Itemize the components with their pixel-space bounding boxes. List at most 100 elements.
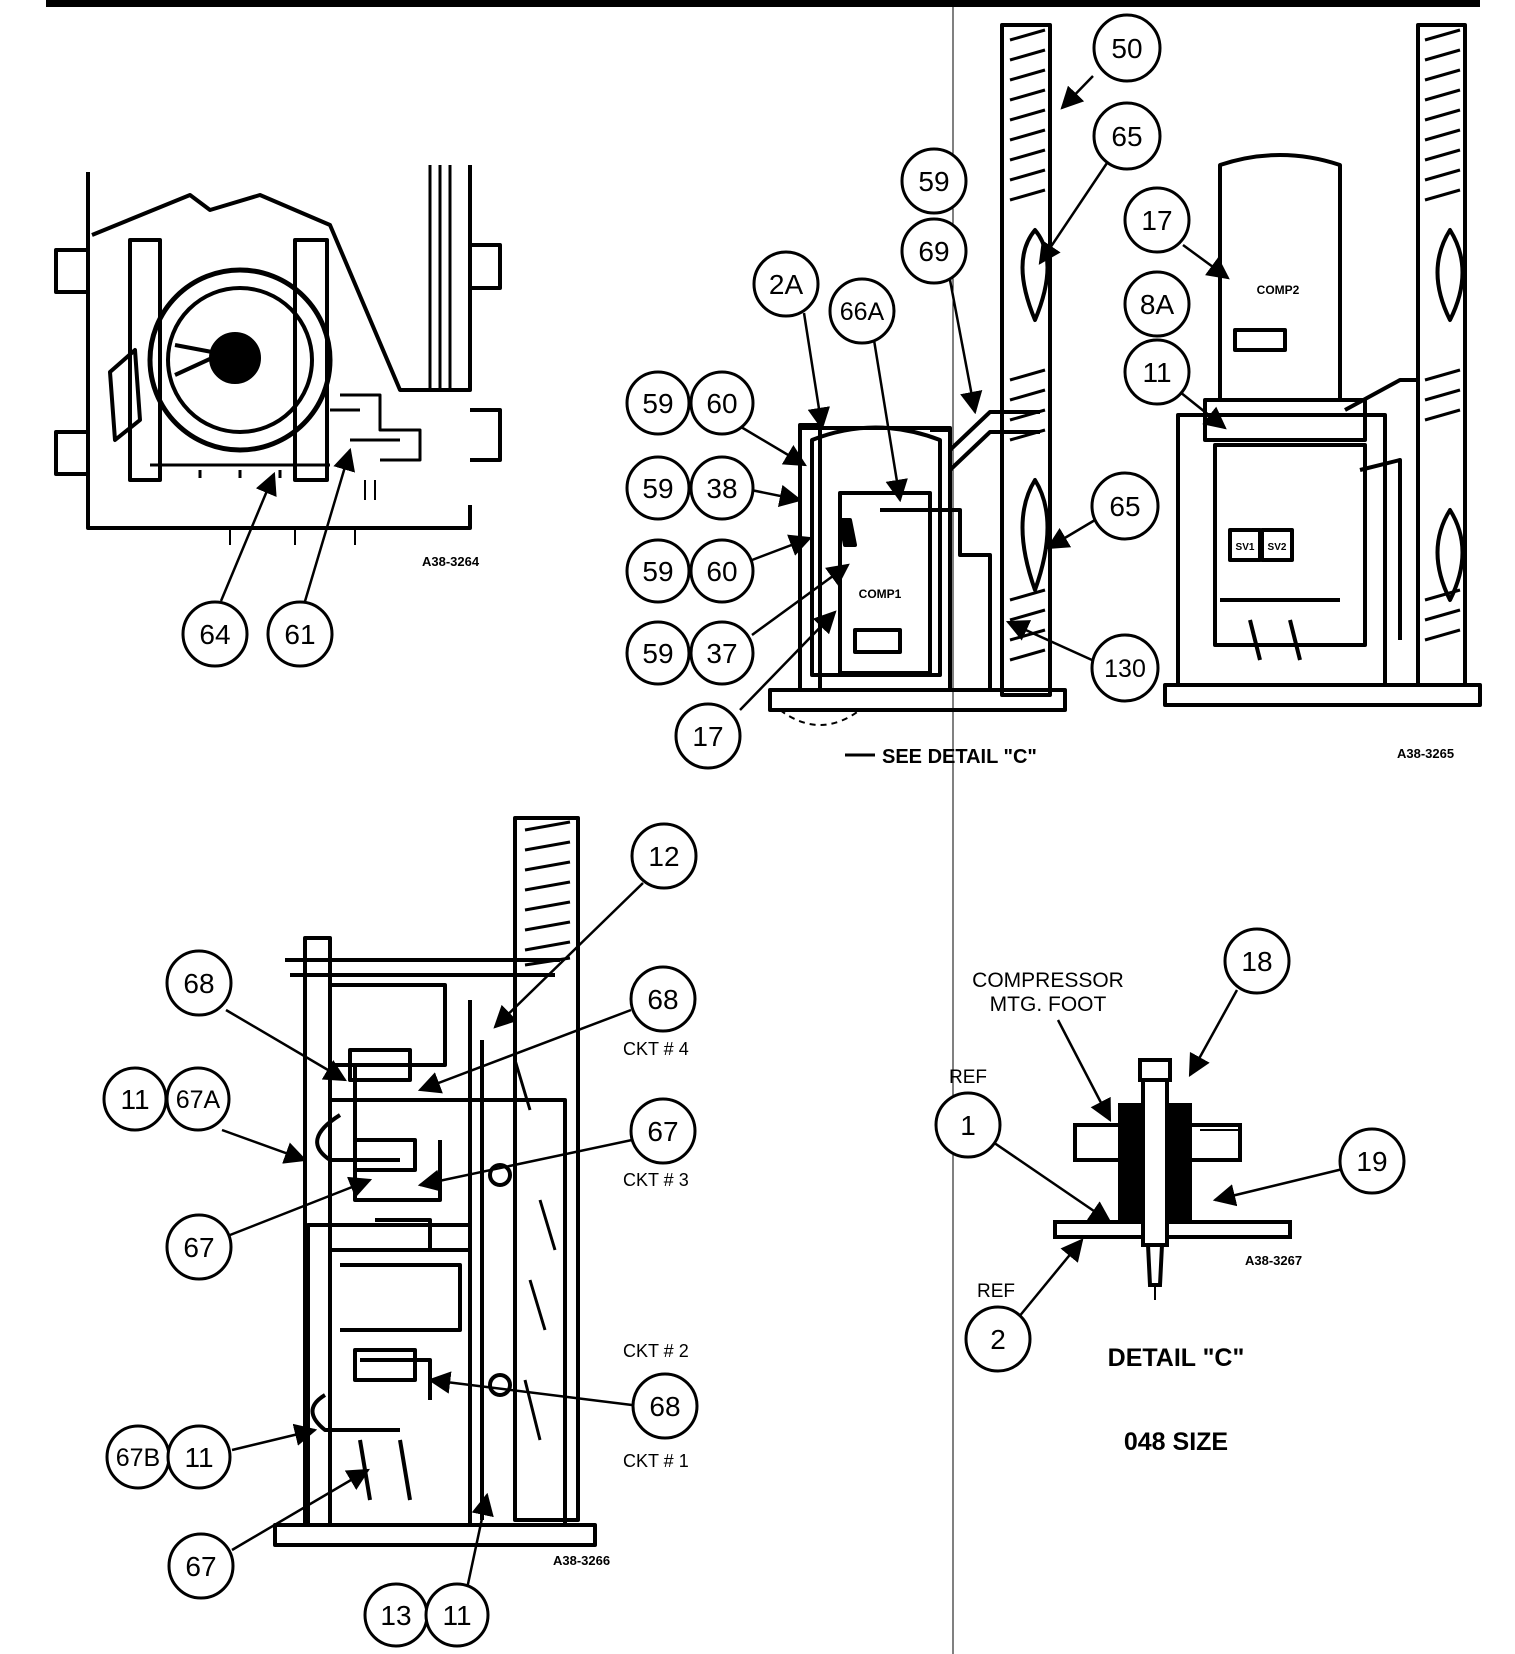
svg-text:59: 59 xyxy=(642,388,673,419)
svg-text:11: 11 xyxy=(120,1084,149,1115)
callout-68-ckt4: 68 xyxy=(629,965,697,1033)
svg-text:11: 11 xyxy=(184,1442,213,1473)
callout-11-bottom: 11 xyxy=(424,1582,490,1648)
svg-text:17: 17 xyxy=(1141,205,1172,236)
figure-top-right-leaders xyxy=(730,75,1230,711)
callout-60-a: 60 xyxy=(689,370,755,436)
callout-2a: 2A xyxy=(752,250,820,318)
callout-67b: 67B xyxy=(105,1424,171,1490)
callout-67-left: 67 xyxy=(165,1213,233,1281)
callout-17-comp1: 17 xyxy=(674,702,742,770)
svg-text:67: 67 xyxy=(185,1551,216,1582)
comp2-label: COMP2 xyxy=(1257,283,1300,297)
svg-text:68: 68 xyxy=(183,968,214,999)
callout-11-upper: 11 xyxy=(102,1066,168,1132)
svg-text:17: 17 xyxy=(692,721,723,752)
size-label: 048 SIZE xyxy=(1124,1428,1228,1456)
top-border xyxy=(46,0,1480,7)
sv1-label: SV1 xyxy=(1236,542,1255,553)
callout-68-ckt1: 68 xyxy=(631,1372,699,1440)
compressor-label: COMPRESSOR xyxy=(972,969,1124,992)
svg-text:2A: 2A xyxy=(769,269,804,300)
ref-label-1: REF xyxy=(949,1067,987,1088)
svg-text:8A: 8A xyxy=(1140,289,1175,320)
figure-bottom-left-leaders xyxy=(221,882,644,1599)
figure-top-left-drawing xyxy=(54,165,502,545)
svg-text:67: 67 xyxy=(183,1232,214,1263)
svg-text:65: 65 xyxy=(1111,121,1142,152)
callout-12: 12 xyxy=(630,822,698,890)
figure-code-a38-3267: A38-3267 xyxy=(1245,1253,1302,1268)
callout-19: 19 xyxy=(1338,1127,1406,1195)
callout-38: 38 xyxy=(689,455,755,521)
callout-59-a: 59 xyxy=(625,370,691,436)
see-detail-c-label: SEE DETAIL "C" xyxy=(882,746,1037,768)
ref-label-2: REF xyxy=(977,1281,1015,1302)
ckt2-label: CKT # 2 xyxy=(623,1341,689,1361)
callout-66a: 66A xyxy=(828,277,896,345)
svg-text:65: 65 xyxy=(1109,491,1140,522)
mtg-foot-label: MTG. FOOT xyxy=(990,993,1107,1016)
callout-8a: 8A xyxy=(1123,270,1191,338)
callout-11-lower: 11 xyxy=(166,1424,232,1490)
svg-text:130: 130 xyxy=(1104,655,1146,683)
callout-65-bottom: 65 xyxy=(1090,471,1160,541)
svg-text:69: 69 xyxy=(918,236,949,267)
callout-67-bottom: 67 xyxy=(167,1532,235,1600)
svg-text:64: 64 xyxy=(199,619,230,650)
svg-text:12: 12 xyxy=(648,841,679,872)
svg-text:59: 59 xyxy=(642,556,673,587)
svg-text:18: 18 xyxy=(1241,946,1272,977)
callout-17-comp2: 17 xyxy=(1123,186,1191,254)
callout-130: 130 xyxy=(1090,633,1160,703)
callout-1: 1 xyxy=(934,1091,1002,1159)
ckt1-label: CKT # 1 xyxy=(623,1451,689,1471)
callout-11-comp2: 11 xyxy=(1123,338,1191,406)
callout-65-top: 65 xyxy=(1092,101,1162,171)
svg-text:11: 11 xyxy=(442,1600,471,1631)
svg-text:59: 59 xyxy=(642,473,673,504)
svg-text:67: 67 xyxy=(647,1116,678,1147)
sv2-label: SV2 xyxy=(1268,542,1287,553)
callout-59-top: 59 xyxy=(900,147,968,215)
ckt4-label: CKT # 4 xyxy=(623,1039,689,1059)
svg-text:59: 59 xyxy=(918,166,949,197)
figure-code-a38-3266: A38-3266 xyxy=(553,1553,610,1568)
svg-text:38: 38 xyxy=(706,473,737,504)
callout-13: 13 xyxy=(363,1582,429,1648)
callout-2: 2 xyxy=(964,1305,1032,1373)
ckt3-label: CKT # 3 xyxy=(623,1170,689,1190)
svg-text:2: 2 xyxy=(990,1324,1006,1355)
svg-text:68: 68 xyxy=(649,1391,680,1422)
callout-64: 64 xyxy=(181,600,249,668)
figure-code-a38-3265: A38-3265 xyxy=(1397,746,1454,761)
svg-text:61: 61 xyxy=(284,619,315,650)
callout-61: 61 xyxy=(266,600,334,668)
svg-text:37: 37 xyxy=(706,638,737,669)
svg-text:11: 11 xyxy=(1142,357,1171,388)
callout-18: 18 xyxy=(1223,927,1291,995)
callout-37: 37 xyxy=(689,620,755,686)
figure-code-a38-3264: A38-3264 xyxy=(422,554,480,569)
svg-text:66A: 66A xyxy=(840,298,885,326)
callouts: 64 61 50 65 59 69 17 8A 11 2A 66A 59 60 … xyxy=(102,13,1406,1648)
detail-c-drawing xyxy=(1053,1058,1292,1300)
callout-50: 50 xyxy=(1092,13,1162,83)
callout-69: 69 xyxy=(900,217,968,285)
svg-text:60: 60 xyxy=(706,388,737,419)
callout-67a: 67A xyxy=(165,1066,231,1132)
detail-c-title: DETAIL "C" xyxy=(1108,1344,1245,1372)
svg-text:67B: 67B xyxy=(116,1444,160,1472)
svg-text:50: 50 xyxy=(1111,33,1142,64)
svg-text:19: 19 xyxy=(1356,1146,1387,1177)
svg-text:1: 1 xyxy=(960,1110,976,1141)
comp1-label: COMP1 xyxy=(859,587,902,601)
callout-60-b: 60 xyxy=(689,538,755,604)
callout-67-ckt3: 67 xyxy=(629,1097,697,1165)
callout-59-b: 59 xyxy=(625,455,691,521)
detail-c-leaders xyxy=(989,989,1348,1319)
callout-59-c: 59 xyxy=(625,538,691,604)
svg-text:67A: 67A xyxy=(176,1086,221,1114)
